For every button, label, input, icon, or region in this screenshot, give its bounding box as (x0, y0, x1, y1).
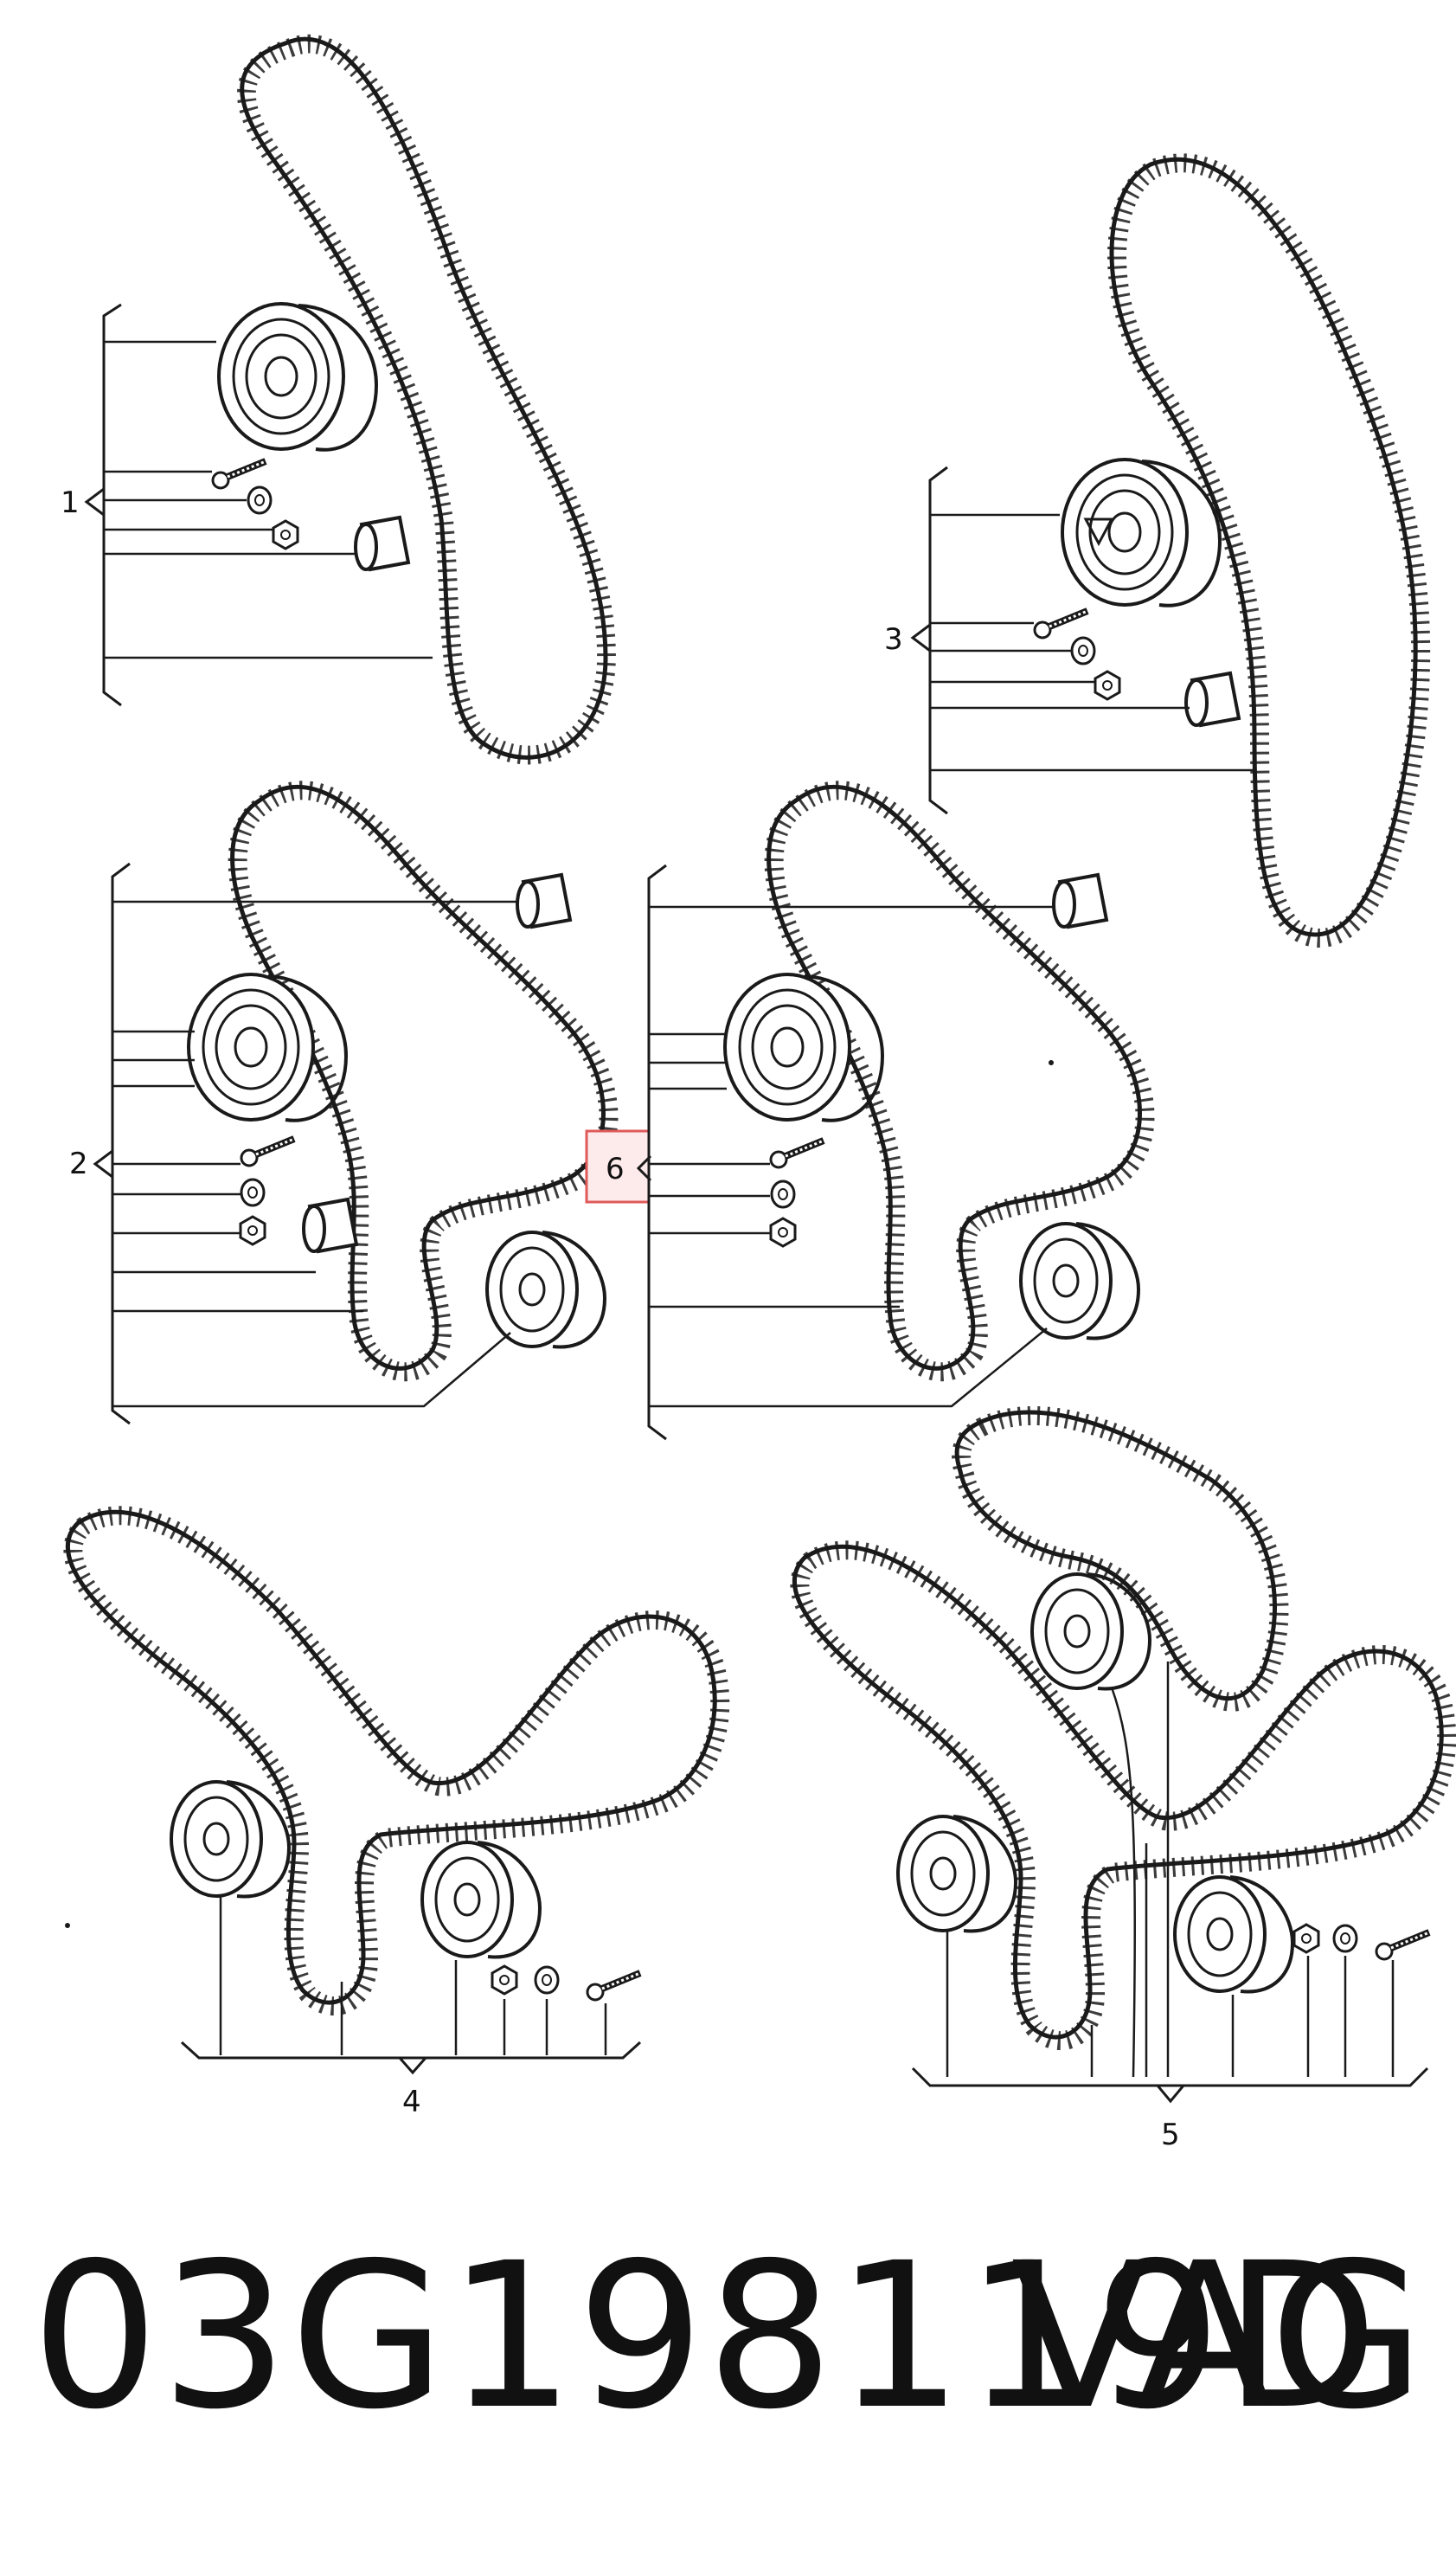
washer-2 (240, 1178, 266, 1207)
group-6-highlight[interactable]: 6 (585, 1129, 652, 1204)
timing-belt-5a (954, 1410, 1277, 1701)
timing-belt-exploded-diagram: 1 3 (61, 34, 1456, 2152)
bolt-4 (587, 1973, 640, 2000)
nut-5 (1292, 1923, 1320, 1954)
nut-4 (491, 1964, 518, 1996)
group-label-5: 5 (1161, 2118, 1180, 2152)
sleeve-1 (354, 516, 410, 571)
bolt-3 (1035, 611, 1087, 638)
idler-pulley-5c (1173, 1875, 1294, 1994)
idler-pulley-4b (420, 1841, 542, 1959)
group-label-4: 4 (402, 2085, 421, 2119)
brand-name: VAG (1010, 2220, 1425, 2453)
timing-belt-4 (65, 1509, 717, 2005)
part-number: 03G198119D (31, 2220, 1381, 2453)
group-label-2: 2 (69, 1147, 88, 1181)
sleeve-2 (516, 873, 572, 929)
group-label-1: 1 (61, 485, 80, 520)
group-4: 4 (63, 1506, 730, 2119)
tensioner-pulley-3 (1061, 458, 1222, 607)
nut-3 (1094, 670, 1121, 701)
washer-5 (1332, 1924, 1358, 1953)
idler-pulley-4a (170, 1780, 291, 1899)
bolt-1 (213, 461, 266, 488)
idler-pulley-2 (485, 1231, 606, 1349)
nut-6 (769, 1217, 797, 1248)
group-6 (647, 781, 1155, 1441)
timing-belt-1 (240, 36, 608, 760)
bolt-5 (1376, 1932, 1429, 1959)
bolt-2 (241, 1139, 294, 1166)
group-3: 3 (884, 153, 1431, 948)
sleeve-3 (1184, 672, 1241, 727)
nut-1 (272, 519, 299, 550)
idler-pulley-5b (896, 1815, 1017, 1933)
washer-1 (247, 485, 273, 515)
idler-pulley-6 (1019, 1222, 1140, 1340)
sleeve-2b (302, 1198, 358, 1253)
group-label-6: 6 (606, 1152, 625, 1186)
group-5: 5 (790, 1406, 1456, 2152)
caption-bar: 03G198119D VAG (0, 2181, 1456, 2492)
group-2: 2 (69, 781, 619, 1425)
bolt-6 (771, 1141, 824, 1167)
washer-6 (770, 1180, 796, 1209)
washer-4 (534, 1965, 560, 1995)
washer-3 (1070, 636, 1096, 665)
tensioner-pulley-1 (217, 302, 378, 452)
group-label-3: 3 (884, 622, 903, 657)
nut-2 (239, 1215, 266, 1246)
sleeve-6 (1052, 873, 1108, 929)
group-1: 1 (61, 34, 616, 765)
